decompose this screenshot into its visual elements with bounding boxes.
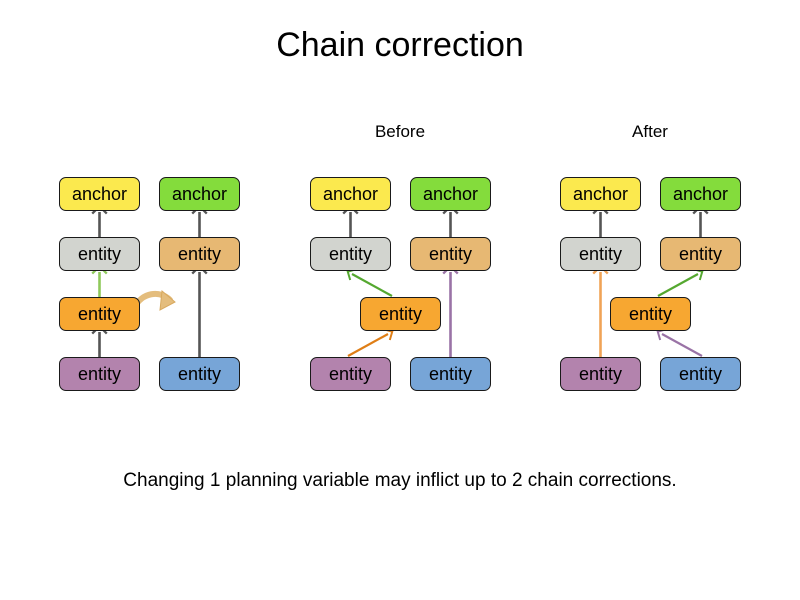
group-label-after: After: [632, 122, 668, 141]
node-anchor[interactable]: anchor: [159, 177, 240, 211]
node-label: entity: [328, 244, 373, 264]
node-entity[interactable]: entity: [310, 357, 391, 391]
node-entity[interactable]: entity: [560, 237, 641, 271]
page-title: Chain correction: [276, 26, 524, 64]
node-entity[interactable]: entity: [59, 237, 140, 271]
node-label: entity: [428, 244, 473, 264]
node-entity[interactable]: entity: [610, 297, 691, 331]
node-label: entity: [678, 244, 723, 264]
node-label: entity: [628, 304, 673, 324]
node-label: entity: [378, 304, 423, 324]
node-anchor[interactable]: anchor: [560, 177, 641, 211]
node-label: entity: [578, 244, 623, 264]
node-label: entity: [177, 364, 222, 384]
node-label: entity: [428, 364, 473, 384]
node-label: entity: [328, 364, 373, 384]
node-label: anchor: [672, 184, 729, 204]
arrow-g2-purple-to-orange: [347, 328, 394, 357]
node-label: anchor: [322, 184, 379, 204]
node-entity[interactable]: entity: [159, 237, 240, 271]
arrow-g3-orange-to-tan: [657, 268, 704, 297]
node-label: anchor: [422, 184, 479, 204]
node-entity[interactable]: entity: [59, 357, 140, 391]
node-anchor[interactable]: anchor: [410, 177, 491, 211]
node-entity[interactable]: entity: [660, 237, 741, 271]
arrow-g3-blue-to-orange: [656, 328, 703, 357]
arrow-g1-move-curved-head: [159, 290, 176, 311]
node-label: entity: [678, 364, 723, 384]
node-entity[interactable]: entity: [310, 237, 391, 271]
node-entity[interactable]: entity: [59, 297, 140, 331]
node-label: entity: [578, 364, 623, 384]
node-label: anchor: [572, 184, 629, 204]
node-anchor[interactable]: anchor: [660, 177, 741, 211]
node-label: entity: [77, 364, 122, 384]
node-entity[interactable]: entity: [159, 357, 240, 391]
node-label: entity: [77, 304, 122, 324]
node-anchor[interactable]: anchor: [310, 177, 391, 211]
node-entity[interactable]: entity: [660, 357, 741, 391]
node-entity[interactable]: entity: [560, 357, 641, 391]
node-anchor[interactable]: anchor: [59, 177, 140, 211]
group-label-before: Before: [374, 122, 426, 141]
node-entity[interactable]: entity: [360, 297, 441, 331]
node-label: entity: [77, 244, 122, 264]
node-entity[interactable]: entity: [410, 357, 491, 391]
node-entity[interactable]: entity: [410, 237, 491, 271]
node-label: anchor: [71, 184, 128, 204]
node-label: anchor: [171, 184, 228, 204]
diagram-caption: Changing 1 planning variable may inflict…: [123, 470, 677, 491]
node-label: entity: [177, 244, 222, 264]
arrow-g2-orange-to-grey: [346, 268, 393, 297]
